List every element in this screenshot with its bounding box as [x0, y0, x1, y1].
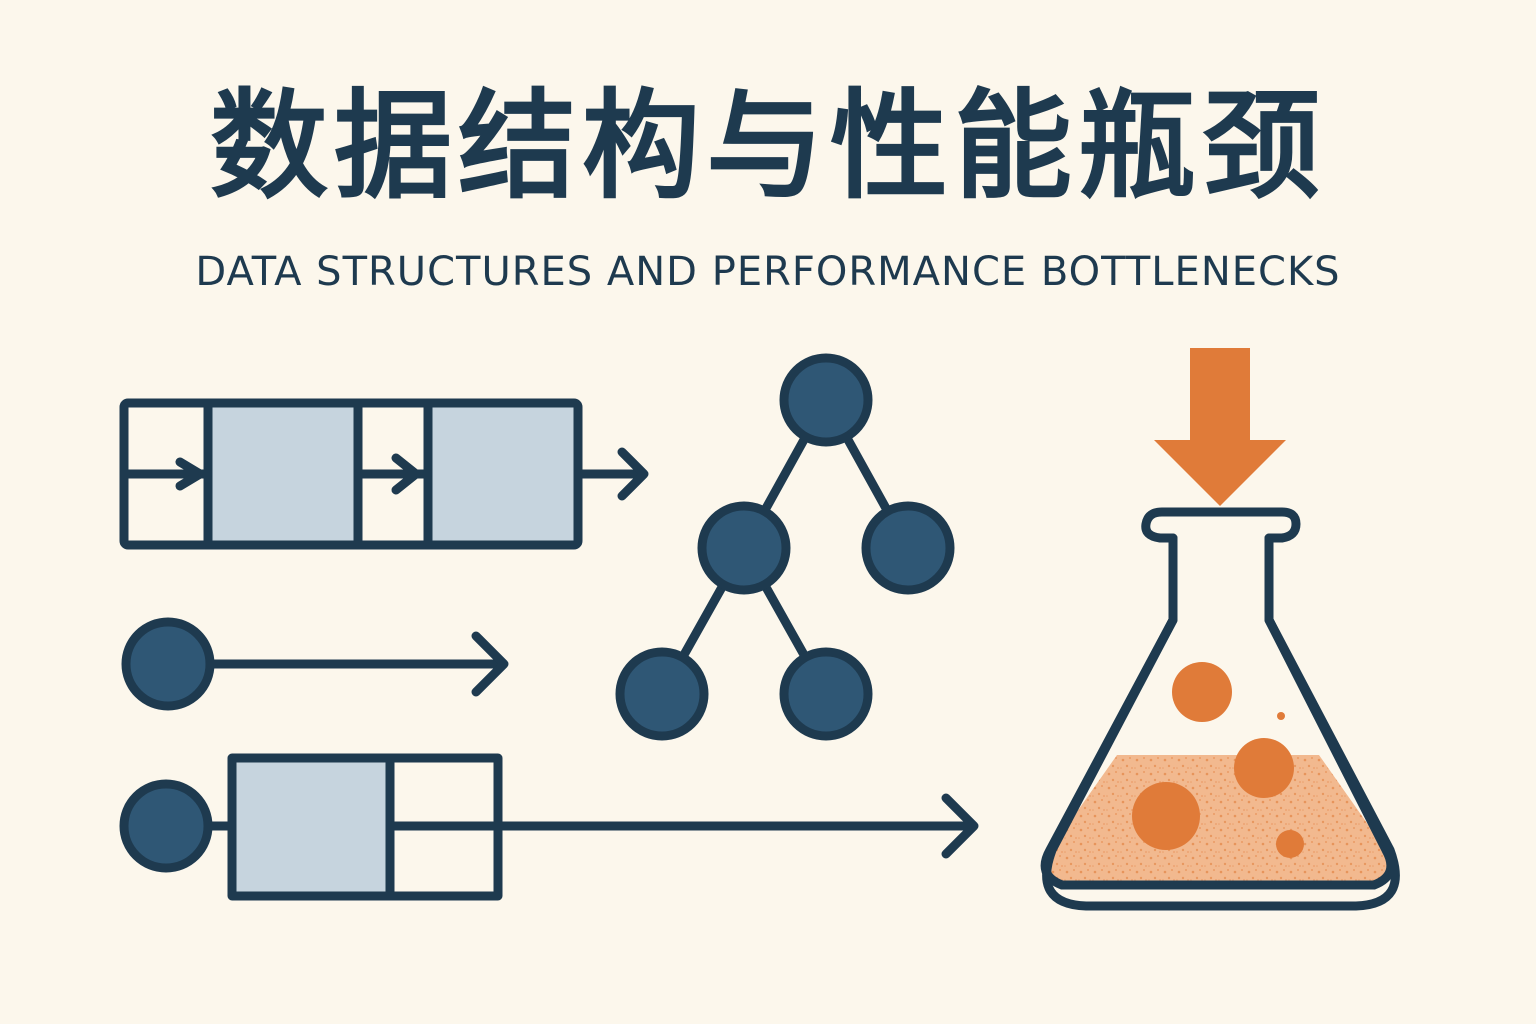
page-title: 数据结构与性能瓶颈	[209, 77, 1326, 215]
pointer-arrow-icon	[121, 617, 509, 711]
page-subtitle: DATA STRUCTURES AND PERFORMANCE BOTTLENE…	[195, 249, 1341, 295]
node-record-icon	[119, 753, 979, 901]
linked-list-icon	[119, 398, 649, 550]
binary-tree-icon	[615, 353, 955, 741]
flask-icon	[1040, 507, 1400, 911]
down-arrow-icon	[1154, 348, 1286, 506]
